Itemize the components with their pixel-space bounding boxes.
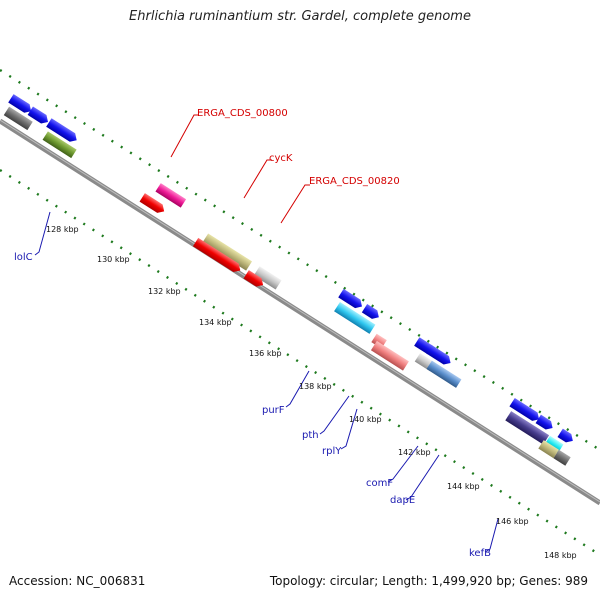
gene-reverse-red-1[interactable] <box>139 193 167 215</box>
gene-forward-aqua[interactable] <box>544 435 564 453</box>
gc-content-inner-track <box>0 168 600 557</box>
label-ERGA_CDS_00800: ERGA_CDS_00800 <box>197 108 288 119</box>
gene-forward-blue-8[interactable] <box>509 397 541 424</box>
tick-label-142: 142 kbp <box>398 448 431 457</box>
label-rplY: rplY <box>322 446 342 457</box>
gene-reverse-red-2[interactable] <box>192 237 243 275</box>
gene-forward-blue-9[interactable] <box>535 414 556 433</box>
gene-forward-blue-3[interactable] <box>46 118 79 144</box>
gene-forward-olive-2[interactable] <box>538 440 559 459</box>
genome-backbone-highlight <box>0 119 600 503</box>
tick-label-144: 144 kbp <box>447 482 480 491</box>
gene-forward-blue-4[interactable] <box>338 288 364 311</box>
label-pth: pth <box>302 430 319 441</box>
map-title: Ehrlichia ruminantium str. Gardel, compl… <box>129 9 471 24</box>
gene-cycK[interactable] <box>202 233 253 271</box>
gene-kefB[interactable] <box>505 411 550 445</box>
label-lolC: lolC <box>14 252 33 263</box>
tick-label-128: 128 kbp <box>46 225 79 234</box>
tick-label-136: 136 kbp <box>249 349 282 358</box>
tick-label-130: 130 kbp <box>97 255 130 264</box>
gene-forward-blue-2[interactable] <box>27 106 51 126</box>
leader-lines-blue <box>34 211 499 553</box>
label-kefB: kefB <box>469 548 491 559</box>
gene-ERGA_CDS_00820[interactable] <box>253 266 282 290</box>
tick-label-148: 148 kbp <box>544 551 577 560</box>
gene-rplY[interactable] <box>370 340 409 371</box>
gene-forward-gray-1[interactable] <box>3 106 33 131</box>
label-ERGA_CDS_00820: ERGA_CDS_00820 <box>309 176 400 187</box>
gene-forward-blue-5[interactable] <box>361 303 382 322</box>
accession-text: Accession: NC_006831 <box>9 574 146 588</box>
gene-forward-blue-7[interactable] <box>425 344 453 367</box>
tick-label-146: 146 kbp <box>496 517 529 526</box>
label-purF: purF <box>262 405 285 416</box>
gene-forward-blue-10[interactable] <box>557 428 576 445</box>
gene-forward-blue-1[interactable] <box>8 94 34 115</box>
gene-reverse-red-3[interactable] <box>243 270 266 289</box>
tick-label-134: 134 kbp <box>199 318 232 327</box>
genome-summary-text: Topology: circular; Length: 1,499,920 bp… <box>269 574 588 588</box>
leader-lines-red <box>170 114 310 224</box>
tick-label-132: 132 kbp <box>148 287 181 296</box>
label-comF: comF <box>366 478 393 489</box>
gene-purF[interactable] <box>334 302 376 334</box>
tick-label-138: 138 kbp <box>299 382 332 391</box>
gene-forward-dark-2[interactable] <box>553 449 571 466</box>
gene-ERGA_CDS_00800[interactable] <box>155 183 187 208</box>
label-dapE: dapE <box>390 495 415 506</box>
gene-dapE[interactable] <box>426 360 462 388</box>
gene-lolC[interactable] <box>42 131 77 159</box>
gc-skew-outer-track <box>0 68 600 452</box>
tick-label-140: 140 kbp <box>349 415 382 424</box>
label-cycK: cycK <box>269 153 293 164</box>
genome-backbone <box>0 118 600 506</box>
